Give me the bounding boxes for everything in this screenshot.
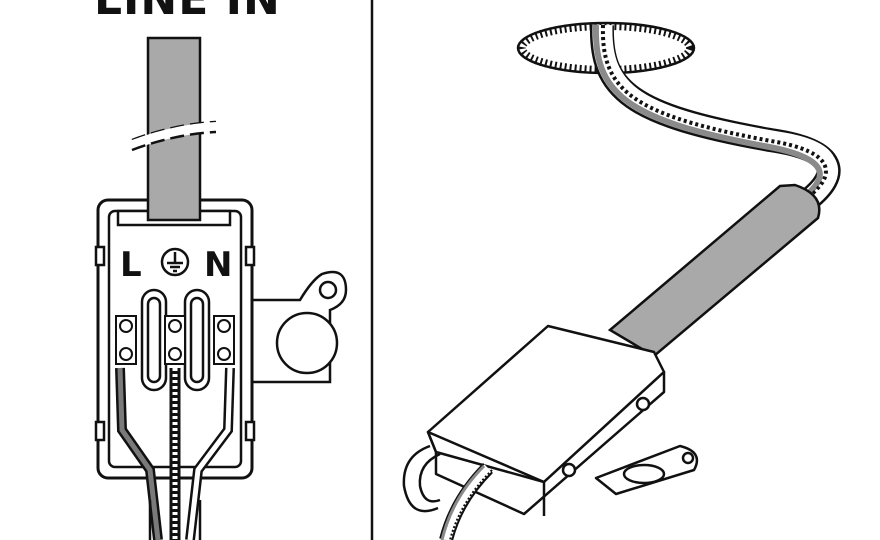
supply-cable-sheath [607,183,821,358]
output-wires [439,463,494,540]
terminal-posts [140,288,211,392]
internal-wires [115,367,235,540]
diagram-title: LINE IN [94,0,281,22]
outgoing-cable [148,500,202,540]
left-panel-terminal-block: L N [94,36,348,540]
terminal-screws [115,315,235,365]
earth-ground-icon [160,247,190,277]
mounting-tab [246,270,348,384]
live-terminal-label: L [120,245,142,285]
driver-box [402,324,699,516]
ceiling-wires [589,24,841,210]
neutral-terminal-label: N [204,245,232,285]
right-panel-installation [402,21,841,540]
incoming-cable [131,36,217,222]
